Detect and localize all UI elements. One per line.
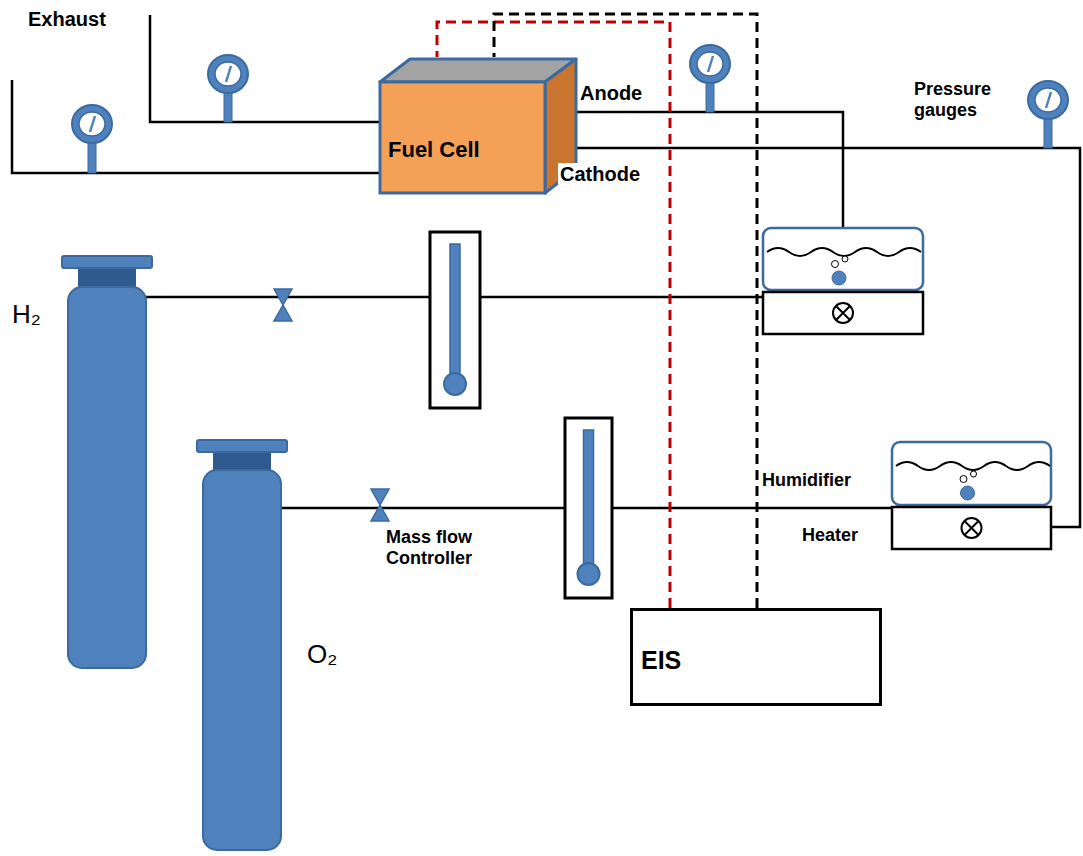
gas-line [12, 80, 380, 173]
gas-name: H₂ [10, 300, 43, 330]
node-title: EIS [641, 646, 681, 675]
part-label: Cathode [558, 163, 642, 186]
gas-line [545, 148, 1080, 527]
valve-symbol [371, 489, 389, 521]
part-label: Exhaust [26, 8, 108, 31]
fuel-cell-box: Fuel Cell [378, 57, 578, 195]
gas-name: O₂ [305, 640, 339, 670]
part-label: Humidifier [760, 470, 853, 491]
gas-line [150, 15, 380, 122]
gas-cylinder [62, 256, 152, 668]
part-label: Heater [800, 525, 860, 546]
node-outline [378, 57, 578, 195]
pressure-gauge [208, 55, 248, 122]
pressure-gauge [1028, 81, 1068, 148]
part-label: Anode [578, 82, 644, 105]
flow-meter [565, 418, 612, 598]
flow-meter [430, 232, 480, 408]
part-label: Pressure gauges [912, 79, 1020, 120]
part-label: Mass flow Controller [384, 527, 518, 568]
gas-cylinder [197, 440, 287, 850]
humidifier-heater [892, 442, 1051, 549]
valve-symbol [274, 289, 292, 321]
pressure-gauge [72, 105, 112, 173]
eis-instrument-box: EIS [630, 608, 882, 706]
node-title: Fuel Cell [388, 137, 480, 163]
humidifier-heater [763, 228, 923, 334]
pressure-gauge [690, 45, 730, 112]
